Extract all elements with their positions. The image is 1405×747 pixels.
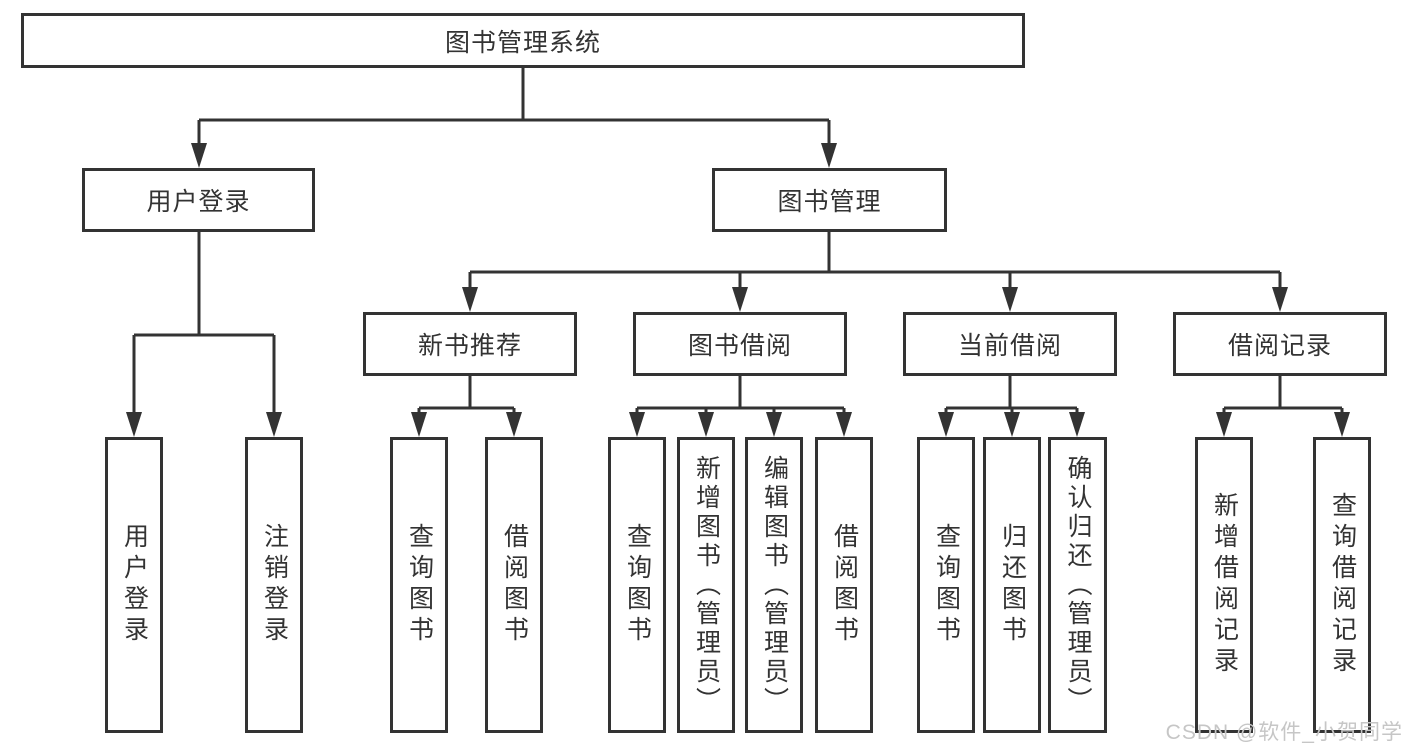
leaf-query-books-borrowing-label: 查询图书 xyxy=(623,523,652,647)
node-user-login: 用户登录 xyxy=(82,168,315,232)
leaf-query-borrow-record-label: 查询借阅记录 xyxy=(1328,492,1357,678)
leaf-add-borrow-record: 新增借阅记录 xyxy=(1195,437,1253,733)
leaf-add-borrow-record-label: 新增借阅记录 xyxy=(1210,492,1239,678)
leaf-borrow-books-borrowing-label: 借阅图书 xyxy=(830,523,859,647)
leaf-query-books-borrowing: 查询图书 xyxy=(608,437,666,733)
leaf-borrow-books-recommend: 借阅图书 xyxy=(485,437,543,733)
arrowhead-icons xyxy=(126,143,1350,437)
leaf-borrow-books-borrowing: 借阅图书 xyxy=(815,437,873,733)
node-current-borrowing-label: 当前借阅 xyxy=(957,332,1062,360)
node-book-management: 图书管理 xyxy=(712,168,947,232)
leaf-query-books-recommend-label: 查询图书 xyxy=(405,523,434,647)
leaf-query-books-current: 查询图书 xyxy=(917,437,975,733)
leaf-add-book-admin-label: 新增图书（管理员） xyxy=(692,454,721,716)
leaf-borrow-books-recommend-label: 借阅图书 xyxy=(500,523,529,647)
node-current-borrowing: 当前借阅 xyxy=(903,312,1117,376)
leaf-query-borrow-record: 查询借阅记录 xyxy=(1313,437,1371,733)
node-book-borrowing-label: 图书借阅 xyxy=(687,332,792,360)
node-root: 图书管理系统 xyxy=(21,13,1025,68)
node-new-book-recommendation: 新书推荐 xyxy=(363,312,577,376)
node-borrowing-records: 借阅记录 xyxy=(1173,312,1387,376)
leaf-confirm-return-admin-label: 确认归还（管理员） xyxy=(1064,454,1092,716)
node-root-label: 图书管理系统 xyxy=(444,28,601,57)
node-book-borrowing: 图书借阅 xyxy=(633,312,847,376)
node-borrowing-records-label: 借阅记录 xyxy=(1227,332,1332,360)
node-user-login-label: 用户登录 xyxy=(146,188,251,216)
leaf-query-books-current-label: 查询图书 xyxy=(932,523,961,647)
leaf-query-books-recommend: 查询图书 xyxy=(390,437,448,733)
leaf-edit-book-admin: 编辑图书（管理员） xyxy=(745,437,803,733)
csdn-watermark: CSDN @软件_小贺同学 xyxy=(1165,721,1403,744)
leaf-logout: 注销登录 xyxy=(245,437,303,733)
node-book-management-label: 图书管理 xyxy=(777,188,882,216)
leaf-return-books: 归还图书 xyxy=(983,437,1041,733)
leaf-logout-label: 注销登录 xyxy=(260,523,289,647)
leaf-return-books-label: 归还图书 xyxy=(998,523,1027,647)
leaf-user-login-label: 用户登录 xyxy=(120,523,149,647)
leaf-user-login: 用户登录 xyxy=(105,437,163,733)
leaf-confirm-return-admin: 确认归还（管理员） xyxy=(1048,437,1107,733)
node-new-book-recommendation-label: 新书推荐 xyxy=(417,332,522,360)
leaf-add-book-admin: 新增图书（管理员） xyxy=(677,437,735,733)
leaf-edit-book-admin-label: 编辑图书（管理员） xyxy=(760,454,789,716)
